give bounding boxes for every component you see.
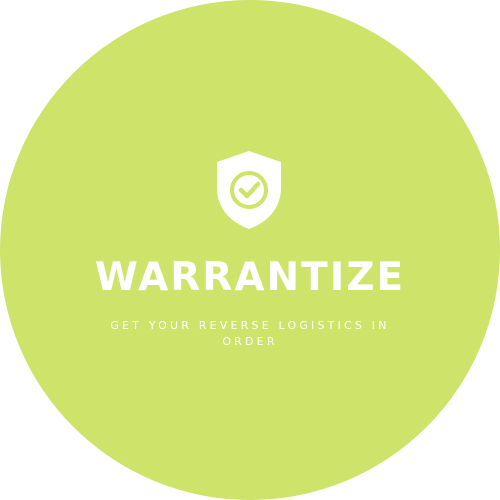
tagline: GET YOUR REVERSE LOGISTICS IN ORDER bbox=[110, 319, 390, 348]
shield-check-icon bbox=[213, 148, 285, 232]
brand-name: WARRANTIZE bbox=[94, 255, 406, 300]
